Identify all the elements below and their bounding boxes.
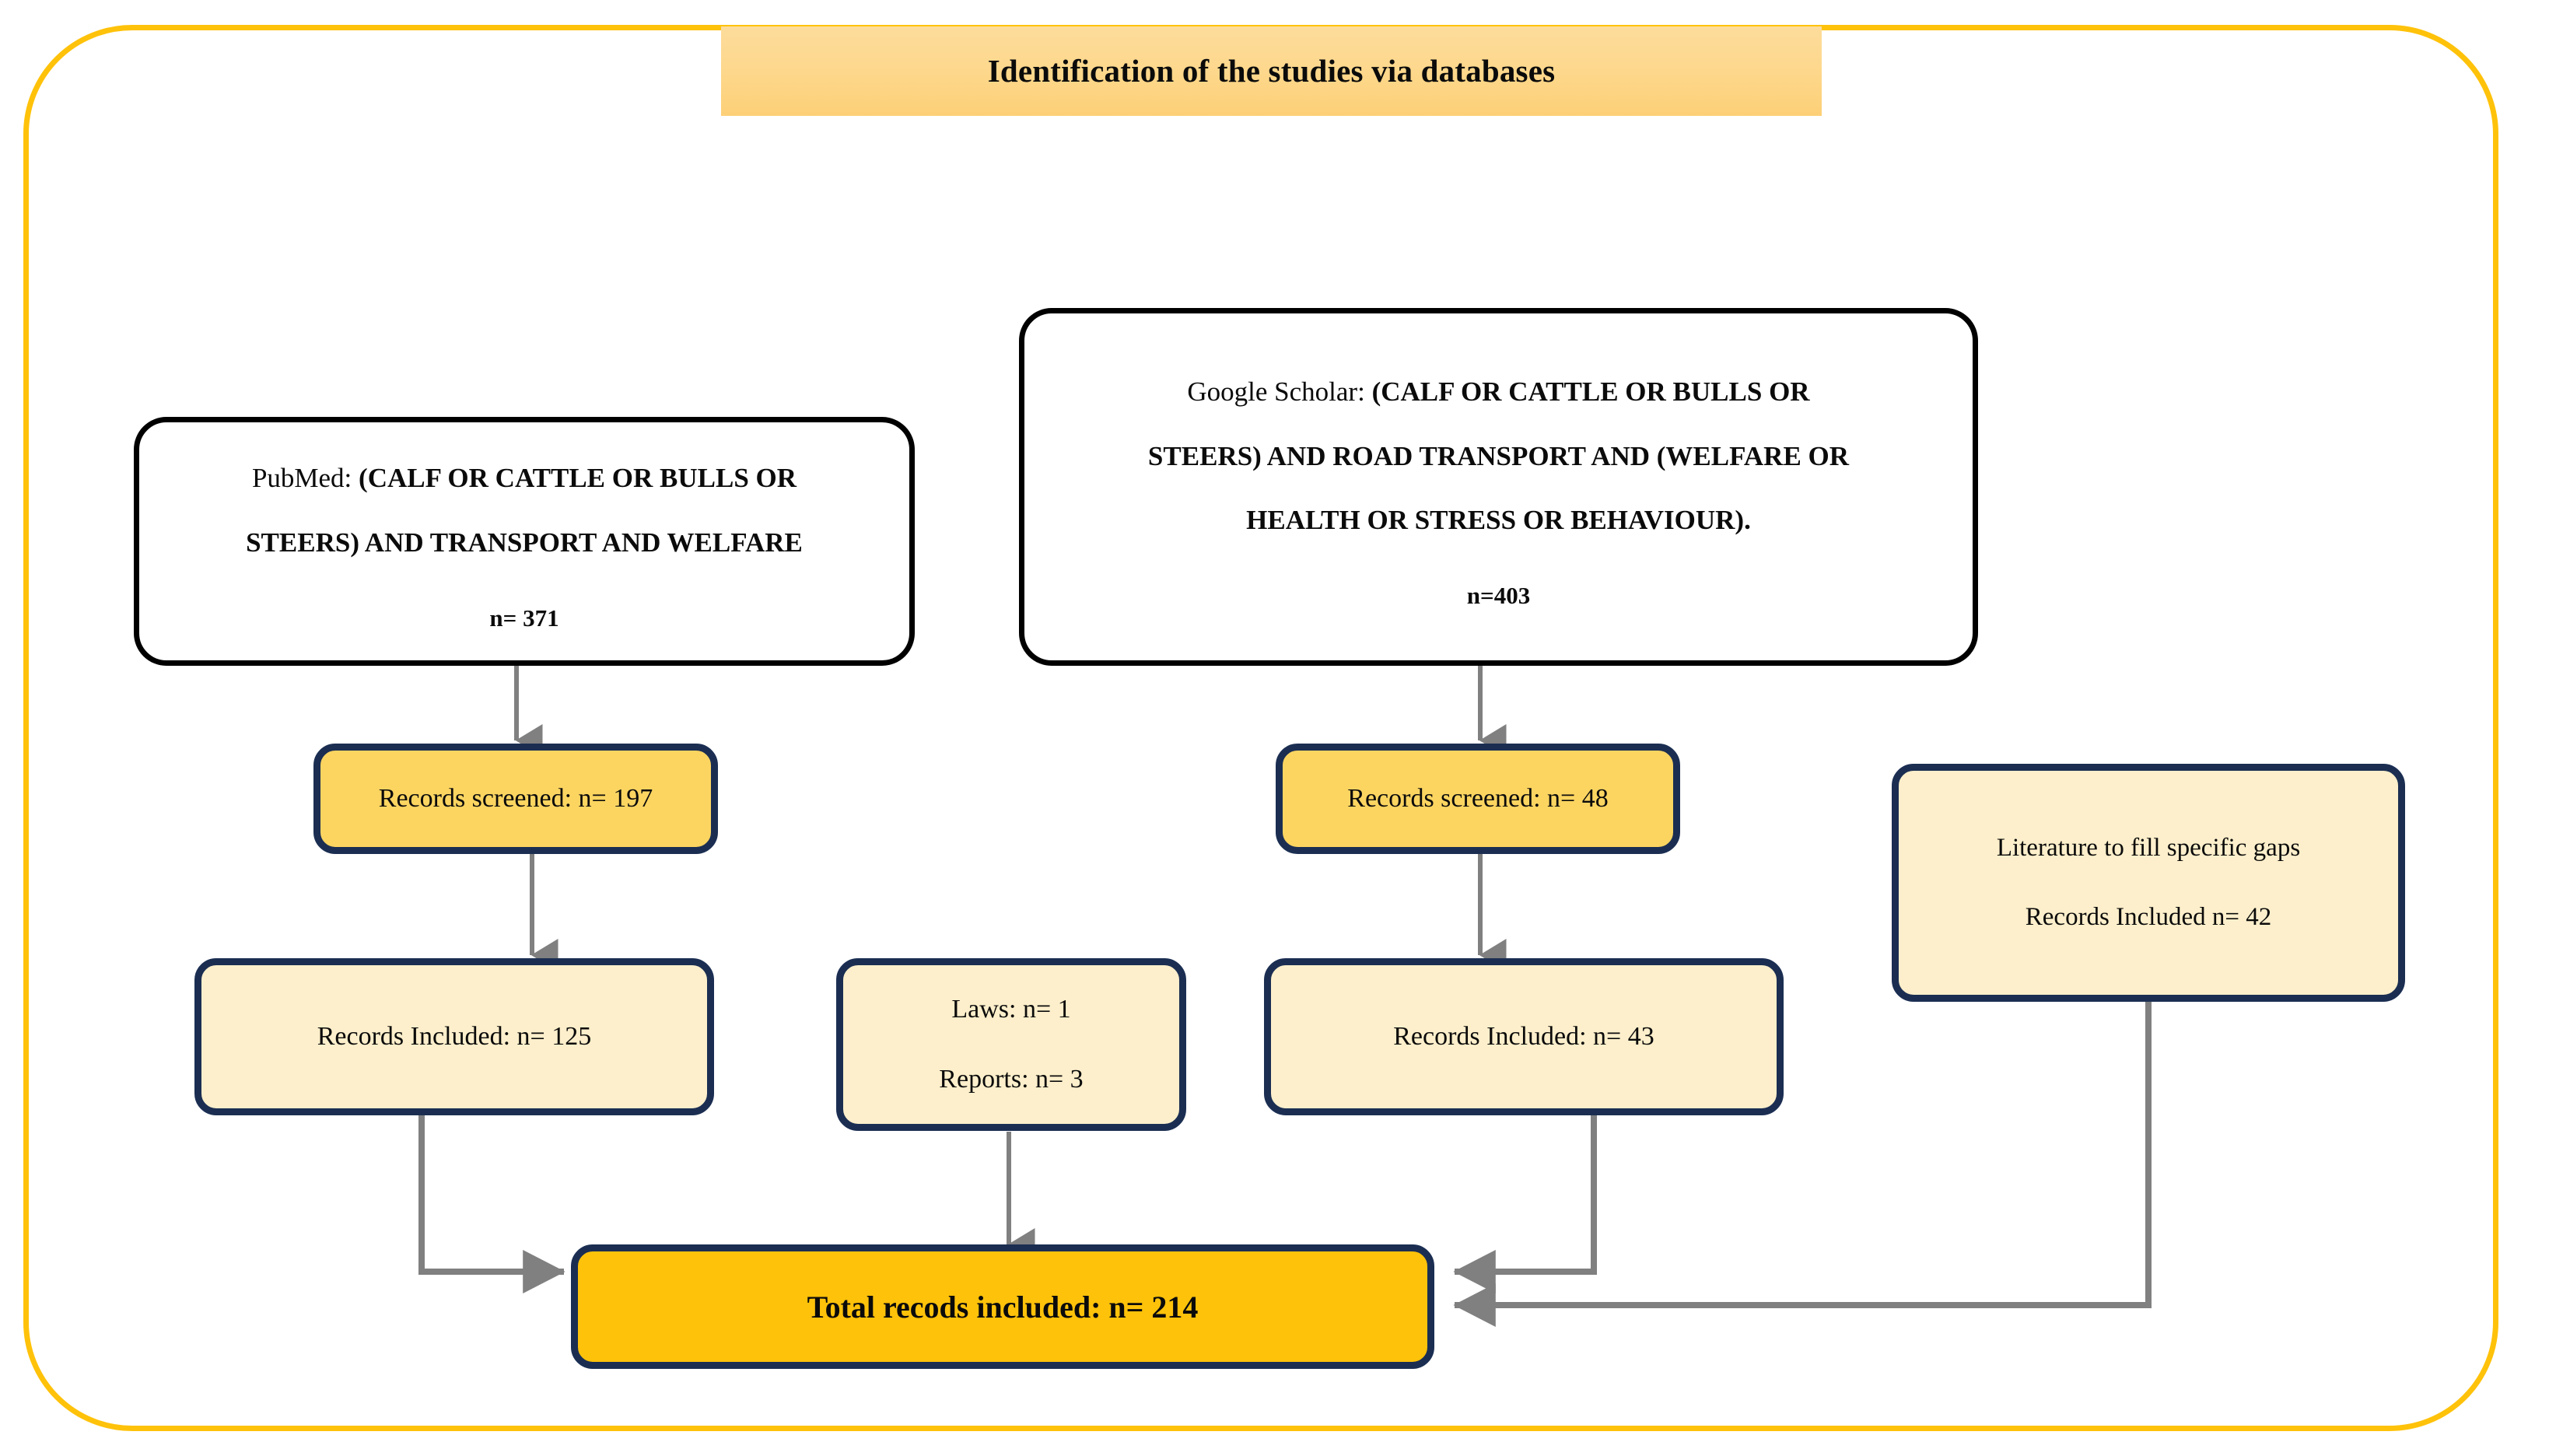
- pubmed-query-line-1: PubMed: (CALF OR CATTLE OR BULLS OR: [246, 450, 803, 507]
- scholar-query-b: STEERS) AND ROAD TRANSPORT AND (WELFARE …: [1147, 440, 1850, 471]
- page-title: Identification of the studies via databa…: [987, 52, 1556, 89]
- scholar-query-line-1: Google Scholar: (CALF OR CATTLE OR BULLS…: [1148, 364, 1849, 421]
- records-screened-right-label: Records screened: n= 48: [1347, 784, 1609, 813]
- scholar-query-text: Google Scholar: (CALF OR CATTLE OR BULLS…: [1117, 364, 1880, 549]
- pubmed-count: n= 371: [489, 604, 559, 632]
- literature-gaps-line-1: Literature to fill specific gaps: [1996, 834, 2301, 862]
- node-pubmed-query[interactable]: PubMed: (CALF OR CATTLE OR BULLS OR STEE…: [134, 417, 915, 666]
- literature-gaps-line-2: Records Included n= 42: [2025, 903, 2272, 931]
- pubmed-query-a: (CALF OR CATTLE OR BULLS OR: [359, 463, 797, 494]
- laws-count-label: Laws: n= 1: [951, 995, 1071, 1024]
- records-included-left-label: Records Included: n= 125: [317, 1022, 592, 1051]
- scholar-query-c: HEALTH OR STRESS OR BEHAVIOUR).: [1246, 505, 1751, 536]
- title-banner: Identification of the studies via databa…: [721, 26, 1822, 116]
- reports-count-label: Reports: n= 3: [939, 1065, 1084, 1094]
- node-records-included-right[interactable]: Records Included: n= 43: [1264, 958, 1784, 1115]
- total-included-label: Total recods included: n= 214: [807, 1289, 1199, 1325]
- node-literature-gaps[interactable]: Literature to fill specific gaps Records…: [1892, 764, 2405, 1002]
- node-records-screened-right[interactable]: Records screened: n= 48: [1276, 744, 1680, 854]
- records-screened-left-label: Records screened: n= 197: [378, 784, 653, 813]
- node-records-screened-left[interactable]: Records screened: n= 197: [313, 744, 718, 854]
- pubmed-query-b: STEERS) AND TRANSPORT AND WELFARE: [246, 527, 803, 558]
- node-records-included-left[interactable]: Records Included: n= 125: [194, 958, 714, 1115]
- node-laws-reports[interactable]: Laws: n= 1 Reports: n= 3: [836, 958, 1186, 1131]
- records-included-right-label: Records Included: n= 43: [1393, 1022, 1654, 1051]
- scholar-count: n=403: [1466, 582, 1531, 610]
- node-google-scholar-query[interactable]: Google Scholar: (CALF OR CATTLE OR BULLS…: [1019, 308, 1978, 666]
- pubmed-lead: PubMed:: [251, 463, 359, 494]
- pubmed-query-text: PubMed: (CALF OR CATTLE OR BULLS OR STEE…: [215, 450, 834, 572]
- node-total-included[interactable]: Total recods included: n= 214: [571, 1244, 1434, 1369]
- scholar-query-a: (CALF OR CATTLE OR BULLS OR: [1371, 376, 1810, 407]
- outer-frame: [23, 25, 2498, 1431]
- scholar-lead: Google Scholar:: [1187, 376, 1372, 407]
